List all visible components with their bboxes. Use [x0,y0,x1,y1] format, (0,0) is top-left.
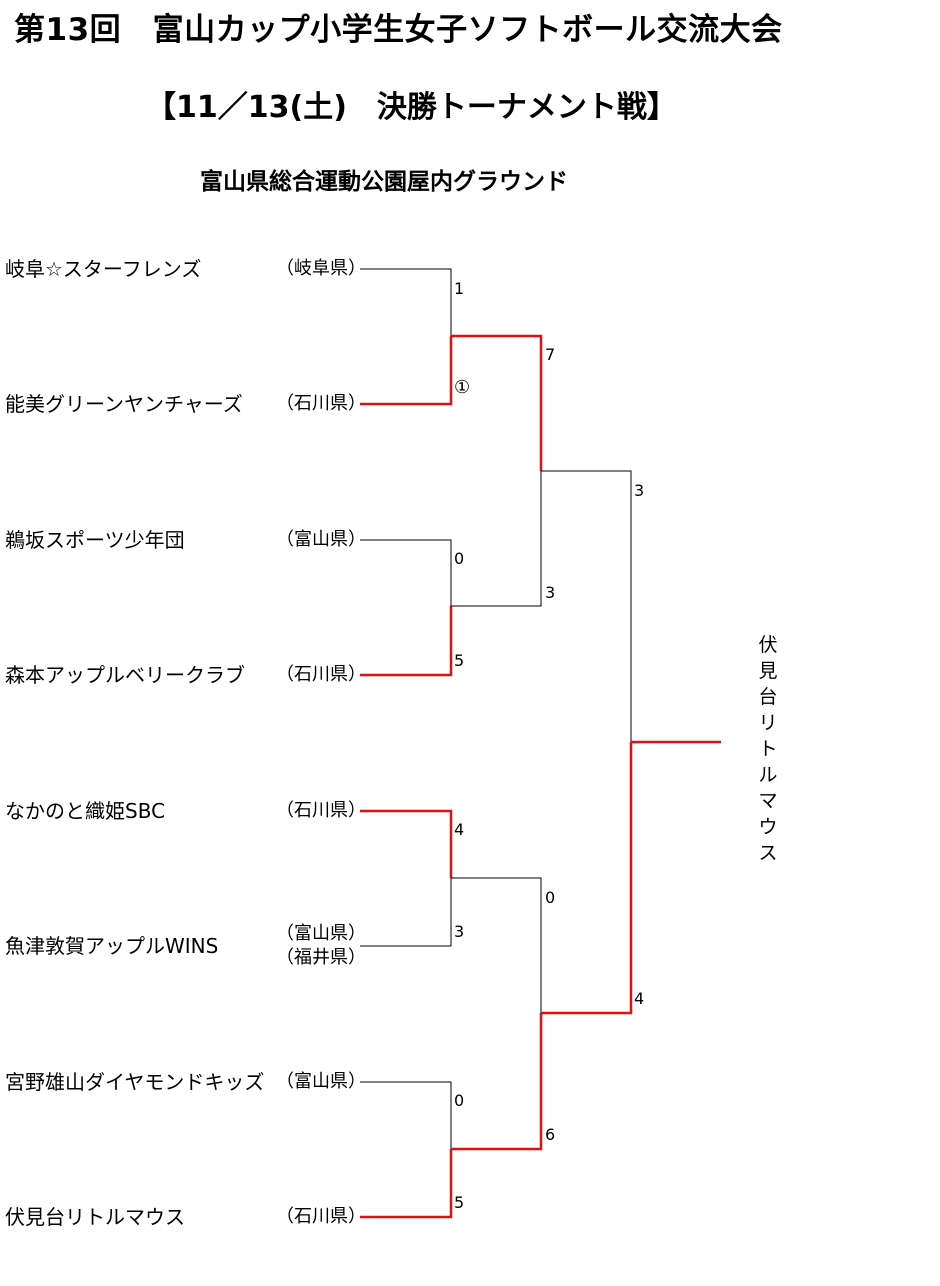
champion-char: 台 [758,686,778,708]
team-prefecture: （石川県） [276,1206,366,1227]
team-name: 伏見台リトルマウス [5,1205,185,1229]
score-r2: 7 [545,345,556,364]
team-prefecture: （石川県） [276,393,366,414]
team-prefecture-secondary: （福井県） [276,947,366,968]
bracket-line-loser [360,539,452,606]
bracket-line-winner [451,1013,543,1151]
champion-char: ル [758,764,778,786]
bracket-line-winner [541,742,633,1015]
score-r1: 4 [454,820,465,839]
team-name: 能美グリーンヤンチャーズ [5,392,243,416]
champion-name: 伏 見 台 リ ト ル マ ウ ス [756,632,780,866]
team-prefecture: （石川県） [276,664,366,685]
score-r1: 0 [454,1091,465,1110]
score-r3: 4 [634,989,645,1008]
score-r1: 1 [454,279,465,298]
bracket-line-winner [451,334,543,471]
team-name: 鵜坂スポーツ少年団 [5,528,185,552]
champion-char: ウ [758,816,778,838]
score-r1: 5 [454,651,465,670]
team-name: 宮野雄山ダイヤモンドキッズ [5,1070,265,1094]
bracket-line-winner [360,809,453,878]
score-r2: 3 [545,583,556,602]
match-subtitle: 【11／13(土) 決勝トーナメント戦】 [146,90,677,125]
bracket-line-winner [360,1149,453,1219]
champion-char: 見 [758,660,778,682]
score-r2: 0 [545,888,556,907]
team-prefecture: （岐阜県） [276,258,366,279]
team-name: 魚津敦賀アップルWINS [5,934,219,958]
champion-char: 伏 [758,634,778,656]
bracket-line-winner [360,336,453,406]
bracket-line-loser [360,1081,452,1149]
team-name: 森本アップルベリークラブ [5,663,245,687]
score-r1: 3 [454,922,465,941]
champion-char: ス [758,842,778,864]
score-r3: 3 [634,481,645,500]
bracket-line-loser [360,268,452,336]
score-r1: 0 [454,549,465,568]
team-prefecture: （石川県） [276,800,366,821]
champion-char: ト [758,738,778,760]
score-r2: 6 [545,1125,556,1144]
team-name: 岐阜☆スターフレンズ [5,257,202,281]
champion-char: マ [758,790,778,812]
bracket-line-winner [360,606,453,677]
bracket-line-loser [451,877,542,1013]
team-prefecture: （富山県） [276,1071,366,1092]
bracket-line-loser [541,470,632,742]
page-title: 第13回 富山カップ小学生女子ソフトボール交流大会 [14,12,783,48]
score-r1: 5 [454,1193,465,1212]
champion-char: リ [758,712,778,734]
bracket-line-loser [360,878,452,947]
team-prefecture: （富山県） [276,923,366,944]
score-r1: ① [454,377,471,398]
venue-name: 富山県総合運動公園屋内グラウンド [200,169,568,195]
team-name: なかのと織姫SBC [5,799,166,823]
bracket-line-loser [451,471,542,607]
team-prefecture: （富山県） [276,529,366,550]
